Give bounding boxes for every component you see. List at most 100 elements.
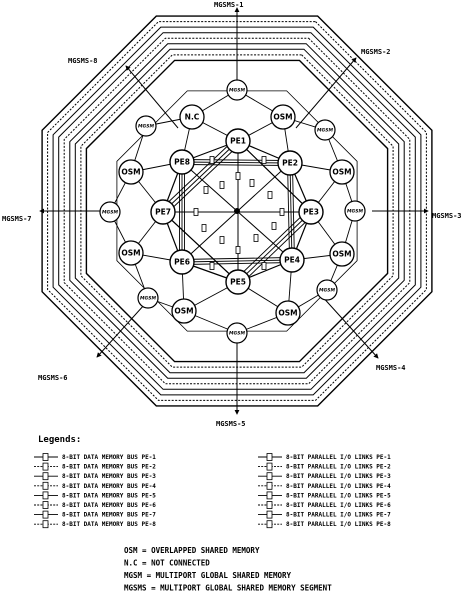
pe-square-link [237,211,312,283]
bus-tick [267,191,273,199]
processor-node [298,199,324,225]
legend-link-swatch-box [266,472,273,481]
pe-square-link [181,259,293,263]
processor-network [160,138,314,285]
processor-node [225,269,251,295]
pe-square-link [179,159,288,161]
mgsm-node-label: MGSM [229,331,245,337]
definition-line: MGSM = MULTIPORT GLOBAL SHARED MEMORY [124,571,292,580]
legend-link-item: 8-BIT PARALLEL I/O LINKS PE-2 [286,464,391,471]
center-junction [234,208,240,214]
ring-node [171,298,197,324]
legend-link-swatch-box [266,481,273,490]
mgsm-node [314,119,336,141]
legend-bus-item: 8-BIT DATA MEMORY BUS PE-7 [62,512,156,519]
bus-tick [235,172,241,180]
bus-tick [209,156,215,164]
pe-square-link [160,138,236,210]
legend-bus-item: 8-BIT DATA MEMORY BUS PE-5 [62,492,156,499]
ring-node-label: OSM [121,168,140,177]
mgsm-node-label: MGSM [319,288,335,294]
pe-square-link [181,161,291,164]
pe-square-link [292,165,295,263]
bus-tick [279,208,285,216]
legend-link-swatch-box [266,453,273,461]
bus-tick [271,222,277,230]
bus-tick [261,156,267,164]
port-label-bottom: MGSMS-5 [216,420,246,428]
octagon-ring [47,21,427,401]
mgsm-node-label: MGSM [347,209,363,215]
legend-link-swatch-box [266,510,273,519]
mgsm-node-label: MGSM [140,296,156,302]
bus-tick [261,262,267,270]
processor-node [169,149,195,175]
legend-bus-swatch-box [42,481,49,490]
pe-square-link [179,257,290,260]
bus-tick [203,186,209,194]
ring-node [270,104,296,130]
legend-link-item: 8-BIT PARALLEL I/O LINKS PE-1 [286,454,391,461]
legend-bus-swatch-box [42,501,49,509]
pe-square-link [235,209,309,280]
pe-square-link [240,143,314,215]
mgsm-node [344,200,366,222]
port-spoke-top-left [125,65,179,129]
ring-node-label: OSM [278,309,297,318]
octagon-ring [63,37,411,385]
processor-node [150,199,176,225]
legend-bus-swatch-box [42,462,49,471]
processor-label: PE7 [155,208,171,217]
port-labels: MGSMS-1MGSMS-2MGSMS-3MGSMS-4MGSMS-5MGSMS… [2,1,462,428]
ring-node-label: OSM [174,307,193,316]
ring-node [118,240,144,266]
mgsm-node [316,279,338,301]
mgsm-node-label: MGSM [138,124,154,130]
port-label-top: MGSMS-1 [214,1,244,9]
bus-tick [219,181,225,189]
ring-node [329,159,355,185]
processor-label: PE1 [230,137,246,146]
pe-square-link [162,140,239,213]
legend-bus-swatch-box [42,510,49,519]
mgsm-node [99,201,121,223]
port-spoke-top-right [295,57,357,129]
bus-tick [201,224,207,232]
legend-bus-item: 8-BIT DATA MEMORY BUS PE-6 [62,502,156,509]
mgsm-node [226,79,248,101]
processor-label: PE3 [303,208,319,217]
definition-line: OSM = OVERLAPPED SHARED MEMORY [124,546,260,555]
port-label-right: MGSMS-3 [432,212,462,220]
port-label-bottom-left: MGSMS-6 [38,374,68,382]
pe-square-link [287,160,290,258]
bus-tick [249,179,255,187]
legend-link-item: 8-BIT PARALLEL I/O LINKS PE-8 [286,521,391,528]
legend-link-item: 8-BIT PARALLEL I/O LINKS PE-4 [286,483,391,490]
processor-label: PE5 [230,278,246,287]
legend-title: Legends: [38,435,81,445]
mgsm-node [226,322,248,344]
processor-node [279,247,305,273]
processor-label: PE4 [284,256,300,265]
mgsm-node-label: MGSM [102,210,118,216]
legend-bus-list: 8-BIT DATA MEMORY BUS PE-18-BIT DATA MEM… [34,453,156,529]
legend-bus-swatch-box [42,453,49,461]
processor-node [277,150,303,176]
port-label-left: MGSMS-7 [2,215,32,223]
processor-label: PE6 [174,258,190,267]
bus-tick [235,246,241,254]
legend-bus-swatch-box [42,520,49,529]
ring-node-label: OSM [332,250,351,259]
bus-tick [219,236,225,244]
legend-link-item: 8-BIT PARALLEL I/O LINKS PE-7 [286,512,391,519]
legend-bus-item: 8-BIT DATA MEMORY BUS PE-3 [62,473,156,480]
ring-node-label: N.C [185,113,200,122]
definition-line: MGSMS = MULTIPORT GLOBAL SHARED MEMORY S… [124,584,332,593]
port-label-top-left: MGSMS-8 [68,57,98,65]
port-label-top-right: MGSMS-2 [361,48,391,56]
octagon-ring [41,15,433,407]
